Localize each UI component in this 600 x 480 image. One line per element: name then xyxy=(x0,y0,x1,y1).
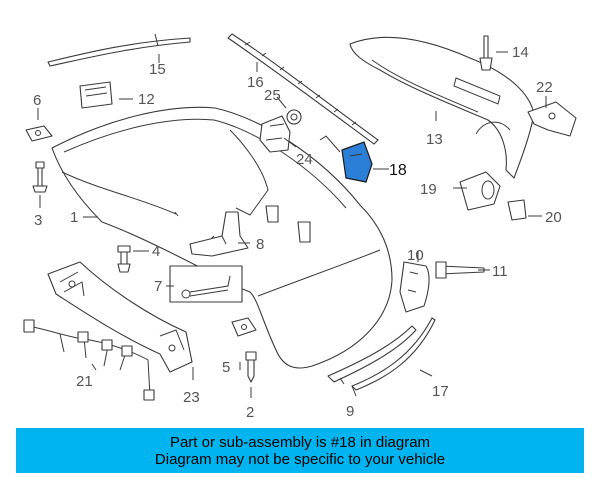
callout-7: 7 xyxy=(154,278,162,295)
callout-4: 4 xyxy=(152,243,160,260)
part-5-clip xyxy=(231,317,257,337)
callout-3: 3 xyxy=(34,212,42,229)
part-8-bracket xyxy=(189,211,249,257)
callout-23: 21 xyxy=(76,373,93,390)
callout-24: 24 xyxy=(296,151,313,168)
part-22-reinforcement xyxy=(47,261,193,373)
callout-8: 8 xyxy=(256,236,264,253)
callout-19: 19 xyxy=(420,181,437,198)
part-6-clip xyxy=(25,125,53,142)
part-15-trim-strip xyxy=(47,33,191,67)
part-2-screw xyxy=(245,351,257,383)
callout-15: 15 xyxy=(149,61,166,78)
part-24-sensor-bracket xyxy=(259,115,291,153)
banner-line-2: Diagram may not be specific to your vehi… xyxy=(154,450,446,468)
callout-6: 6 xyxy=(33,92,41,109)
callout-22: 23 xyxy=(183,389,200,406)
callout-17: 16 xyxy=(247,74,264,91)
part-13-diffuser xyxy=(349,36,535,179)
part-23-wiring-harness xyxy=(23,319,155,401)
banner-line-1: Part or sub-assembly is #18 in diagram xyxy=(169,433,431,451)
callout-25: 25 xyxy=(264,87,281,104)
part-19-sensor-housing xyxy=(459,171,501,211)
leader-lines xyxy=(37,51,547,398)
callout-21: 22 xyxy=(536,79,553,96)
callout-16: 17 xyxy=(432,383,449,400)
callout-1: 1 xyxy=(70,209,78,226)
callout-2: 2 xyxy=(246,404,254,421)
part-14-bolt xyxy=(479,35,493,71)
callout-5: 5 xyxy=(222,359,230,376)
part-9-lower-trim xyxy=(327,325,417,385)
callout-18-highlighted: 18 xyxy=(389,162,407,179)
part-3-screw xyxy=(32,161,48,193)
part-25-grommet xyxy=(286,109,302,125)
callout-10: 10 xyxy=(407,247,424,264)
part-7-kit-box xyxy=(169,265,243,303)
parts-diagram: 15 16 12 6 3 1 4 7 8 25 24 13 14 22 19 2… xyxy=(23,33,577,421)
part-20-sensor xyxy=(507,199,527,221)
callout-11: 11 xyxy=(492,263,508,280)
callout-12: 12 xyxy=(138,91,155,108)
callout-13: 13 xyxy=(426,131,443,148)
part-21-mount-bracket xyxy=(527,101,577,137)
info-banner: Part or sub-assembly is #18 in diagram D… xyxy=(16,428,584,473)
callout-labels: 15 16 12 6 3 1 4 7 8 25 24 13 14 22 19 2… xyxy=(33,44,562,421)
callout-14: 14 xyxy=(512,44,529,61)
callout-9: 9 xyxy=(346,403,354,420)
bumper-mount-tabs xyxy=(265,205,311,243)
part-11-bolt xyxy=(435,261,485,279)
part-18-highlighted xyxy=(319,135,373,183)
part-4-rivet xyxy=(117,245,131,273)
callout-20: 20 xyxy=(545,209,562,226)
part-17-grille-strip xyxy=(227,33,379,145)
part-10-side-bracket xyxy=(399,261,430,313)
part-12-reflector xyxy=(79,81,113,109)
part-16-trim-strip xyxy=(351,317,436,391)
